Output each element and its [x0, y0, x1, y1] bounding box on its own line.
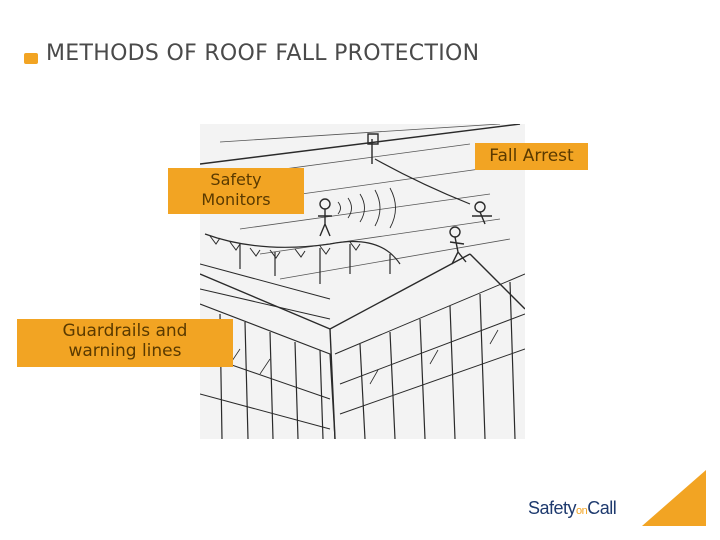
fall-arrest-callout: Fall Arrest	[475, 143, 588, 170]
guardrails-callout: Guardrails and warning lines	[17, 319, 233, 367]
fall-arrest-label: Fall Arrest	[489, 146, 574, 166]
brand-call-text: Call	[587, 498, 617, 518]
corner-accent-triangle	[642, 470, 706, 526]
slide-title: METHODS OF ROOF FALL PROTECTION	[46, 41, 480, 66]
safety-monitors-callout: Safety Monitors	[168, 168, 304, 214]
brand-on-text: on	[576, 505, 588, 517]
safety-monitors-label: Safety Monitors	[201, 170, 271, 209]
guardrails-label: Guardrails and warning lines	[62, 321, 188, 361]
title-bullet-icon	[24, 53, 38, 64]
brand-logo: SafetyonCall	[528, 498, 617, 519]
brand-safety-text: Safety	[528, 498, 577, 518]
